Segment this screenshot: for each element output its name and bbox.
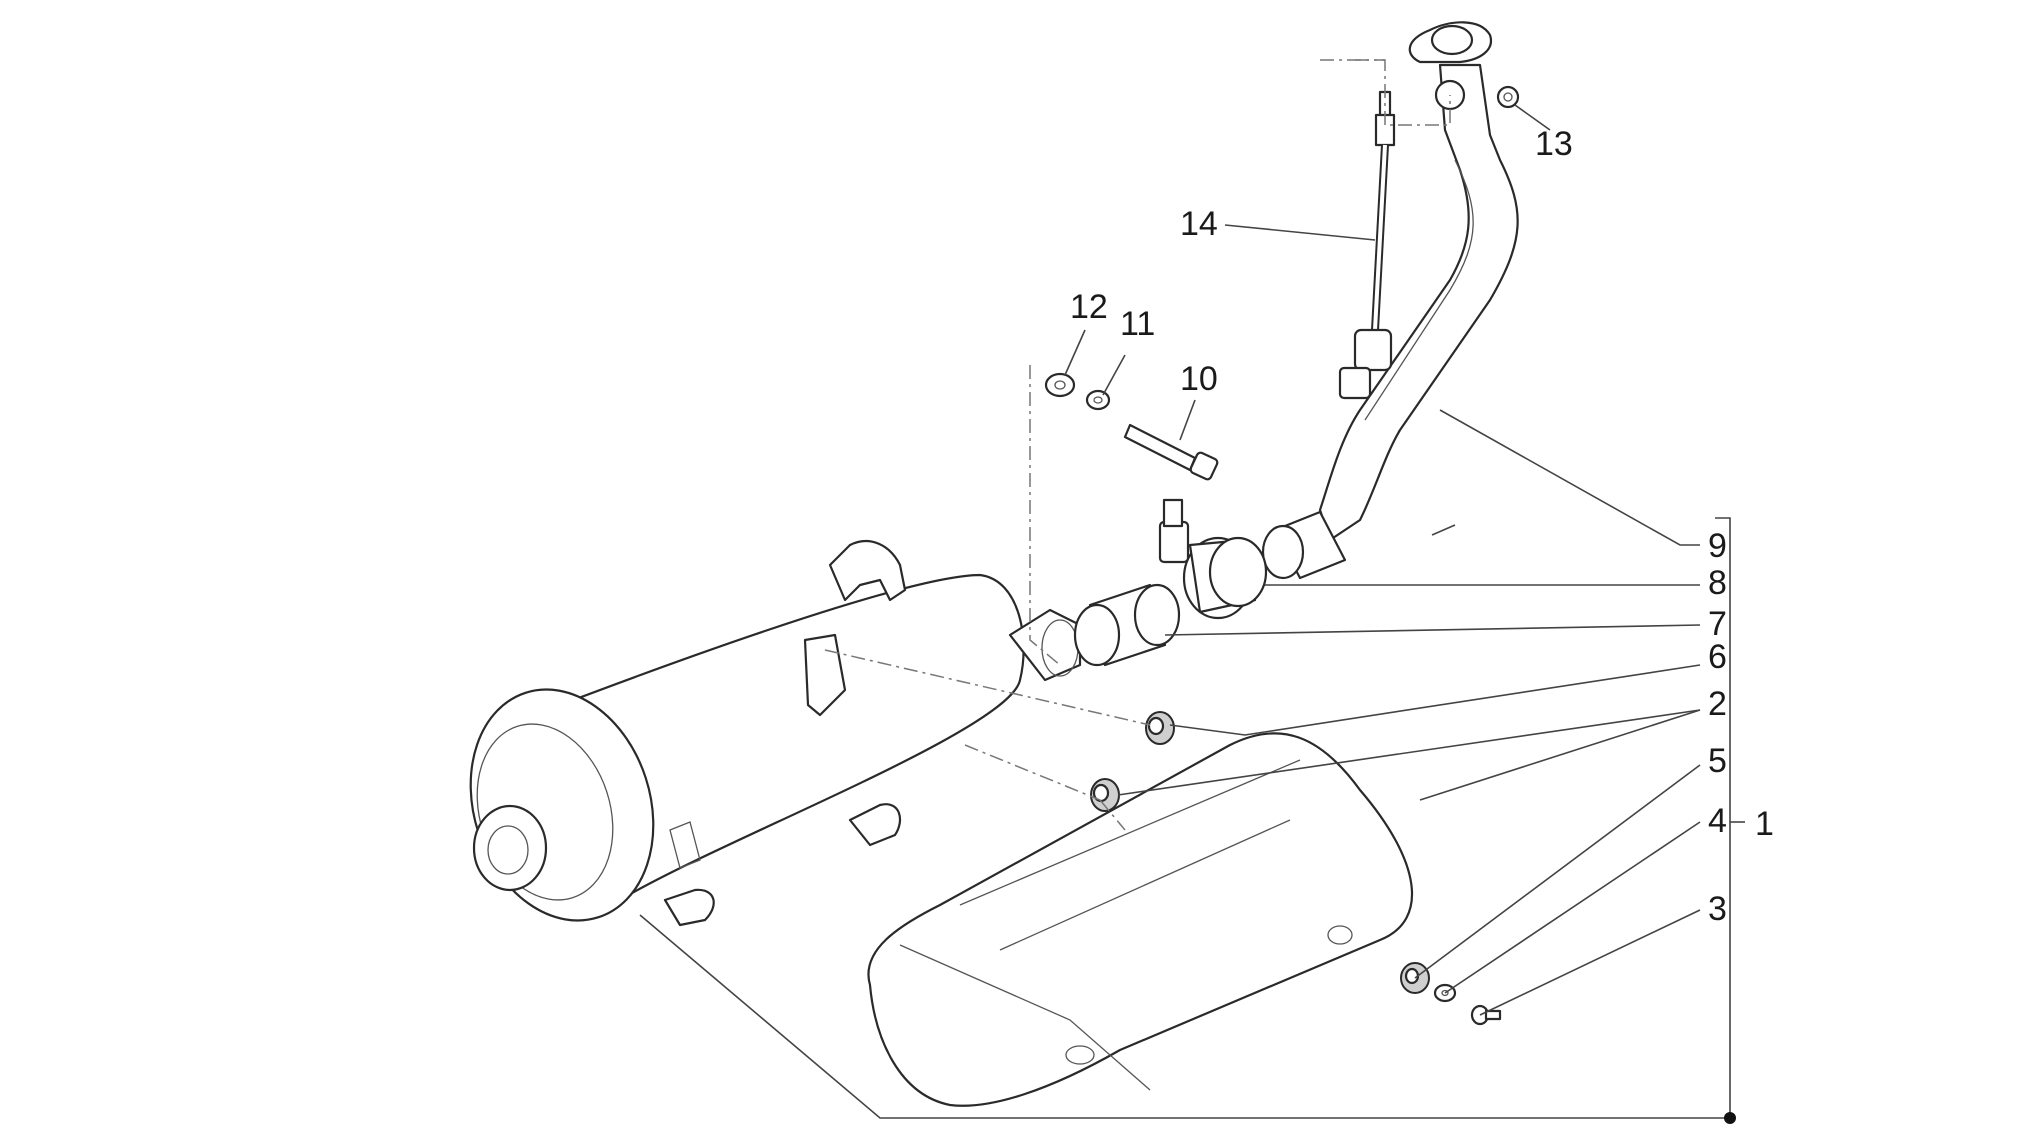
callout-11: 11 bbox=[1120, 305, 1155, 343]
callout-12: 12 bbox=[1070, 288, 1108, 326]
bolt-10 bbox=[1123, 423, 1219, 481]
lambda-sensor bbox=[1338, 90, 1396, 400]
callout-4: 4 bbox=[1708, 802, 1727, 840]
callout-5: 5 bbox=[1708, 742, 1727, 780]
heat-shield bbox=[867, 732, 1413, 1107]
callout-7: 7 bbox=[1708, 605, 1727, 643]
callout-10: 10 bbox=[1180, 360, 1218, 398]
callout-6: 6 bbox=[1708, 638, 1727, 676]
bracket-dot bbox=[1724, 1112, 1736, 1124]
callout-1: 1 bbox=[1755, 805, 1774, 843]
assembly-bracket bbox=[639, 517, 1745, 1124]
leader-lines bbox=[1064, 104, 1701, 1016]
callout-3: 3 bbox=[1708, 890, 1727, 928]
rubber-bushing-6a bbox=[1145, 711, 1175, 745]
assembly-axes bbox=[824, 59, 1451, 831]
callout-labels: 1 2 3 4 5 6 7 8 9 10 11 12 13 14 bbox=[1070, 125, 1774, 928]
callout-9: 9 bbox=[1708, 527, 1727, 565]
washer-11 bbox=[1085, 389, 1111, 411]
screw-3 bbox=[1470, 1004, 1502, 1026]
gasket-sleeve bbox=[1073, 583, 1181, 667]
nut-13 bbox=[1496, 85, 1520, 109]
callout-14: 14 bbox=[1180, 205, 1218, 243]
muffler bbox=[469, 540, 1082, 927]
washer-12 bbox=[1044, 372, 1076, 398]
pipe-clamp bbox=[1158, 498, 1268, 620]
callout-8: 8 bbox=[1708, 564, 1727, 602]
callout-2: 2 bbox=[1708, 685, 1727, 723]
callout-13: 13 bbox=[1535, 125, 1573, 163]
